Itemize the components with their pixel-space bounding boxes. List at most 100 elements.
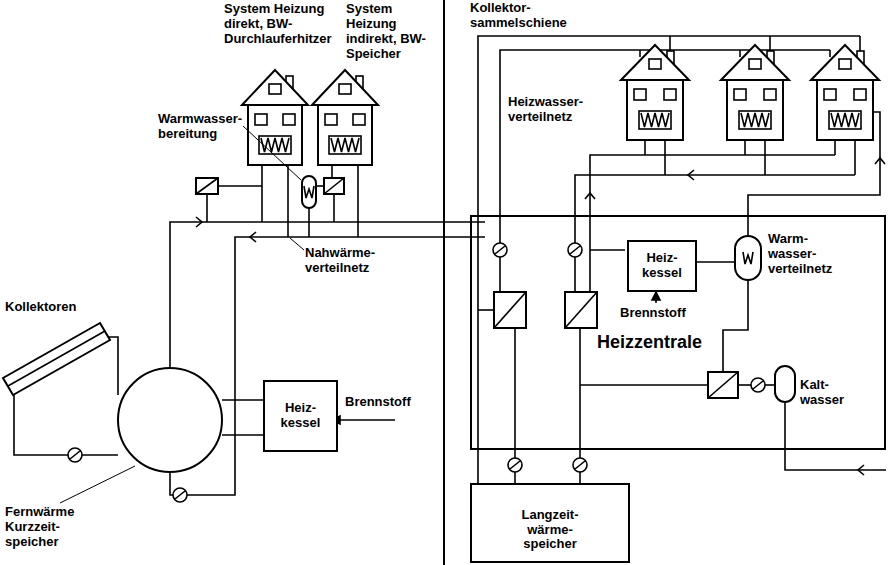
pipe-line [748,112,880,236]
heat-exchanger [494,292,526,328]
pump-symbol [493,243,507,257]
solar-collector [3,323,110,395]
flow-arrow [688,170,694,180]
arrow-head [652,292,660,300]
house-window [325,114,337,125]
pipe-line [590,249,625,251]
storage-tank [775,366,795,402]
pipe-line [478,36,860,495]
pump-symbol [508,458,522,472]
pipe-line [333,194,335,222]
house-window [749,59,761,69]
pump-symbol [495,246,505,254]
storage-tank [735,236,761,280]
pipe-line [723,280,748,372]
pipe-line [764,140,766,175]
pump-symbol [570,246,580,254]
radiator-symbol [329,136,361,154]
heat-exchanger [708,372,738,398]
pipe-line [218,185,262,187]
part-label: Warm- wasser- verteilnetz [768,232,856,277]
node-label: Heiz- kessel [629,251,695,281]
house-roof [242,70,308,105]
pipe-line [765,384,775,386]
pipe-line [785,402,886,470]
pipe-line [206,194,208,222]
radiator-symbol [829,111,861,129]
radiator-symbol [739,111,771,129]
house-window [283,114,295,125]
pump-symbol [173,488,187,502]
coil-symbol [304,186,314,198]
pump-symbol [175,491,185,499]
part-label: Kalt- wasser [800,378,855,408]
house-wall [727,80,783,140]
heat-exchanger [565,292,597,328]
pipe-line [738,384,751,386]
pipe-line [261,165,263,222]
heat-exchanger [196,178,218,194]
house-window [339,84,351,94]
fuel-arrow [340,419,395,421]
pump-symbol [573,458,587,472]
part-label: Heizwasser- verteilnetz [508,95,592,125]
pipe-line [287,165,289,237]
collector-drop [829,50,831,57]
pump-symbol [70,451,80,459]
heat-exchanger [708,372,738,398]
boiler-box: Heiz- kessel [627,240,697,292]
part-label: Fernwärme Kurzzeit- speicher [5,505,87,550]
pipe-line [308,208,310,237]
house-wall [627,80,683,140]
house-window [649,59,661,69]
house-window [734,89,746,100]
leader-line [60,466,135,503]
radiator-symbol [331,138,359,152]
pump-symbol [753,381,763,389]
pipe-line [316,185,324,187]
part-label: Brennstoff [345,395,411,410]
leader-line [290,238,304,250]
storage-box: Langzeit- wärme- speicher [470,483,630,563]
pipe-line [644,140,646,155]
heat-exchanger [494,292,526,328]
pipe-line [575,175,855,292]
solar-collector [8,331,105,386]
house-wall [817,80,873,140]
house-window [353,114,365,125]
house-wall [318,105,372,165]
boiler-box: Heiz- kessel [263,380,338,452]
collector-drop [639,50,641,57]
house-window [634,89,646,100]
house-window [764,89,776,100]
collector-drop [739,50,741,57]
pump-symbol [68,448,82,462]
flow-arrow [196,217,202,227]
part-label: Kollektoren [5,300,77,315]
pipe-line [478,309,494,311]
plant-room-box: HeizzentraleHeiz- kessel [470,215,886,450]
part-label: Kollektor- sammelschiene [470,1,582,31]
part-label: Nahwärme- verteilnetz [305,246,405,276]
coil-symbol [743,252,753,264]
house-window [269,84,281,94]
radiator-symbol [741,113,769,127]
pipe-line [108,337,118,395]
house-window [664,89,676,100]
part-label: Brennstoff [620,306,686,321]
radiator-symbol [831,113,859,127]
pipe-line [14,394,68,455]
pipe-line [222,434,263,436]
pump-symbol [751,378,765,392]
house-roof [312,70,378,105]
storage-tank [302,176,316,208]
house-window [839,59,851,69]
pump-symbol [510,461,520,469]
pipe-line [854,140,856,175]
storage-tank [118,368,222,472]
heat-exchanger [565,292,597,328]
heat-exchanger [324,178,344,194]
radiator-symbol [641,113,669,127]
house-window [854,89,866,100]
